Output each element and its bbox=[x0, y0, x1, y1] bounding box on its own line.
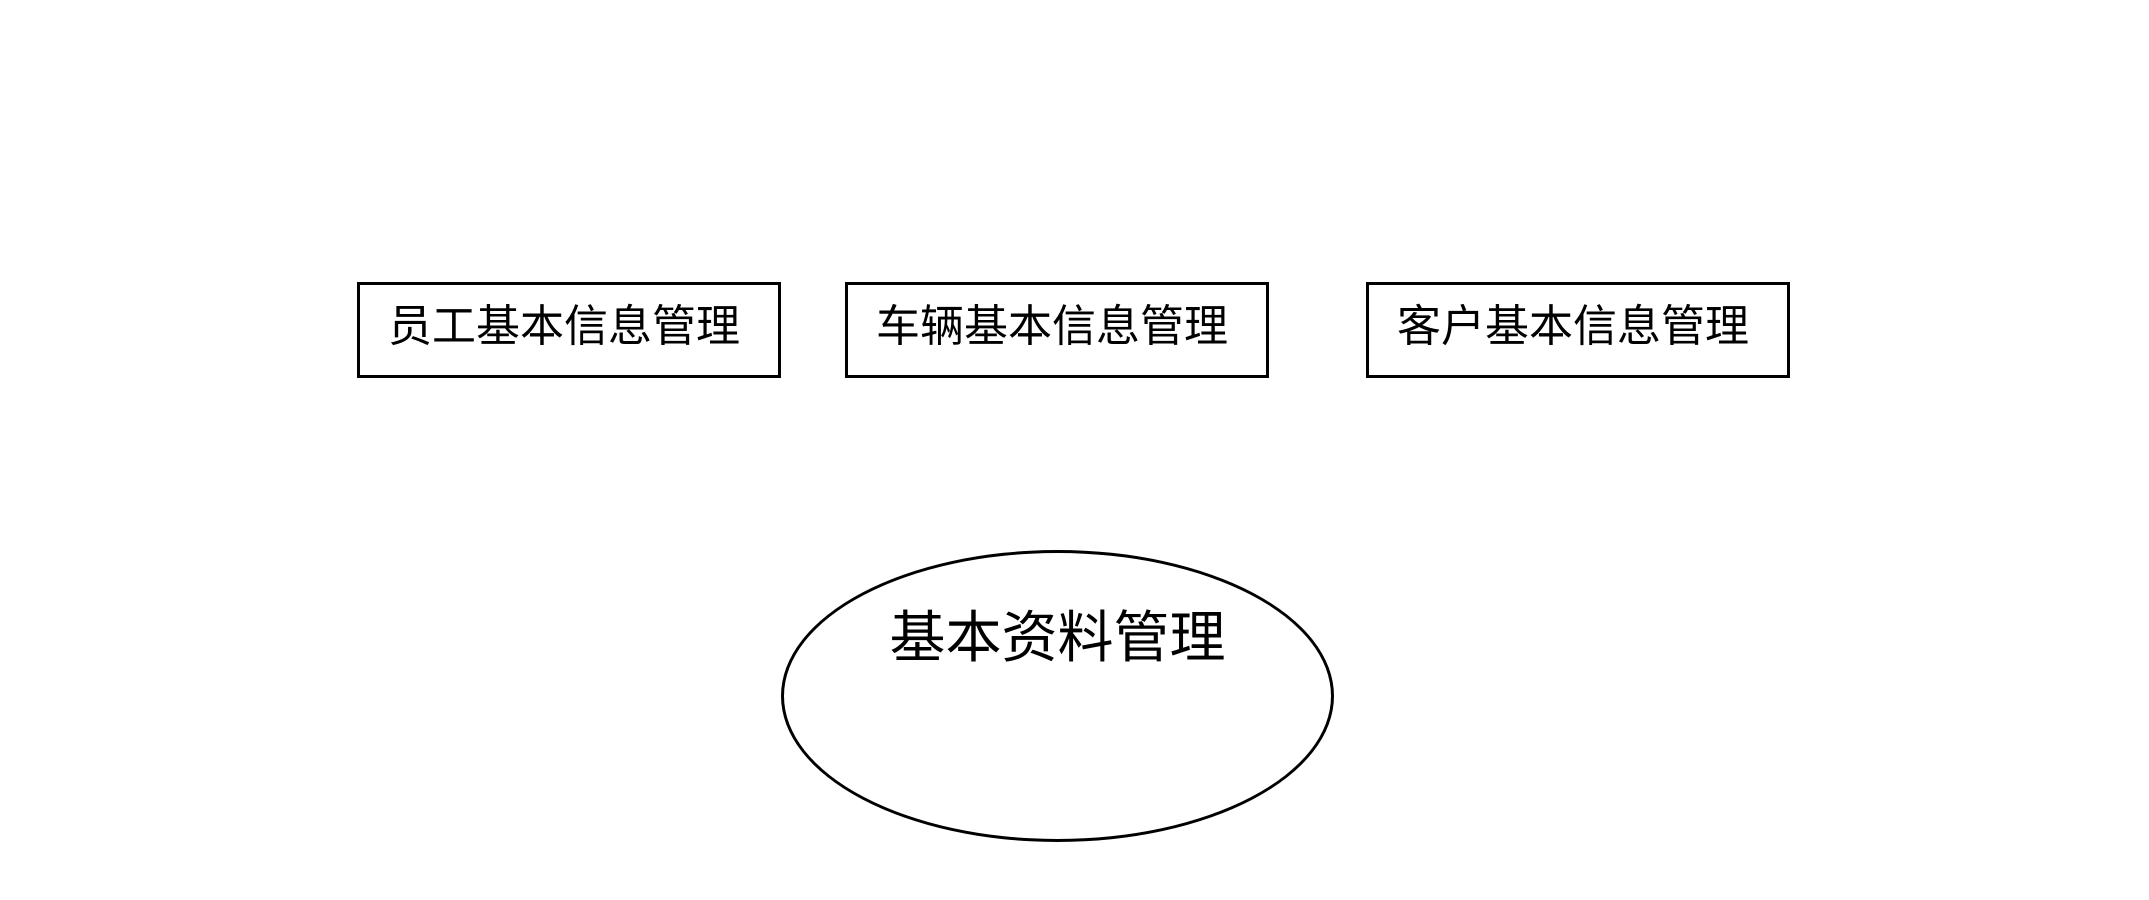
basic-data-management-label: 基本资料管理 bbox=[889, 606, 1226, 671]
customer-info-management-label: 客户基本信息管理 bbox=[1397, 301, 1749, 352]
vehicle-info-management-box: 车辆基本信息管理 bbox=[845, 282, 1269, 378]
employee-info-management-box: 员工基本信息管理 bbox=[357, 282, 781, 378]
basic-data-management-ellipse: 基本资料管理 bbox=[781, 550, 1334, 842]
employee-info-management-label: 员工基本信息管理 bbox=[388, 301, 740, 352]
vehicle-info-management-label: 车辆基本信息管理 bbox=[876, 301, 1228, 352]
customer-info-management-box: 客户基本信息管理 bbox=[1366, 282, 1790, 378]
